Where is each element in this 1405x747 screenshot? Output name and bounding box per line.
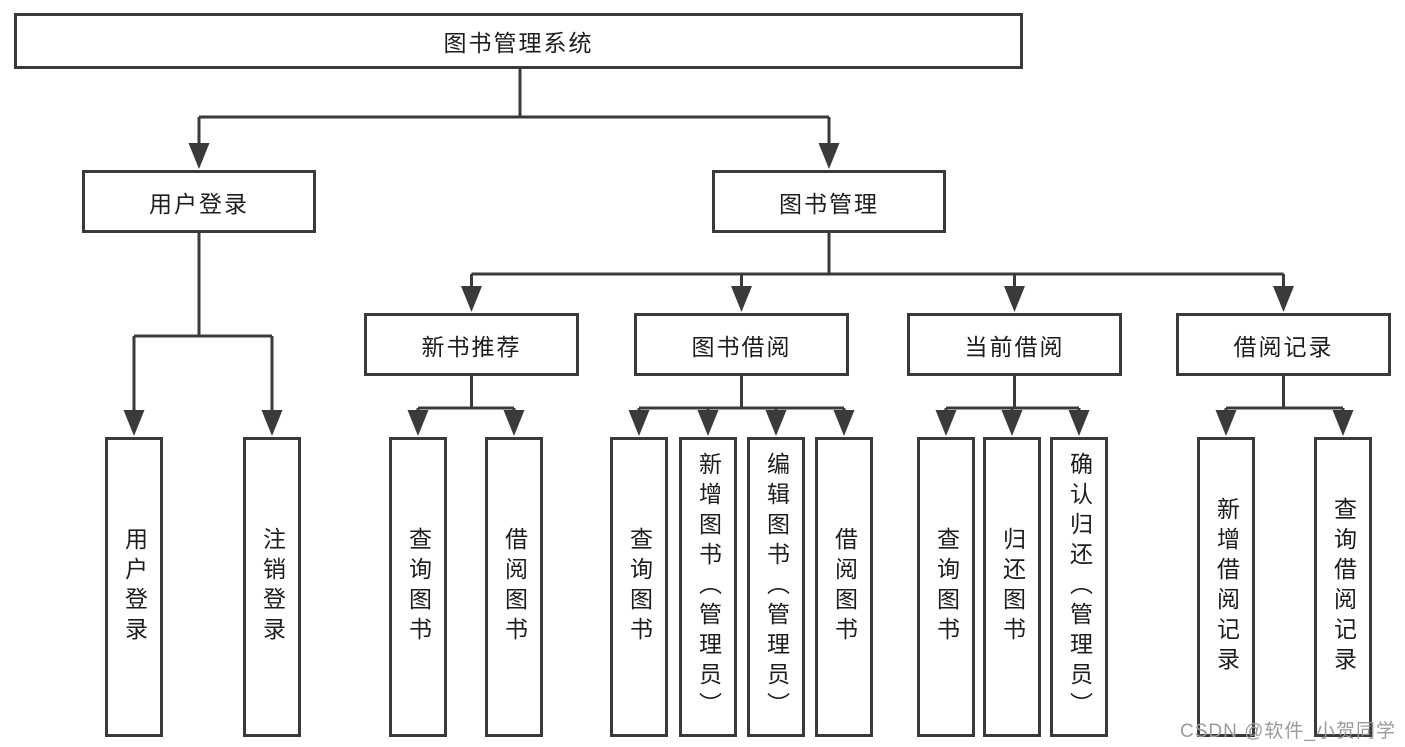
arrow-down-icon [818, 143, 840, 169]
arrow-down-icon [1215, 410, 1237, 436]
node-label: 用户登录 [149, 190, 249, 217]
arrow-down-icon [935, 410, 957, 436]
leaf-user-login: 用户登录 [105, 437, 163, 737]
arrow-down-icon [123, 410, 145, 436]
leaf-logout: 注销登录 [243, 437, 301, 737]
node-library-management-system: 图书管理系统 [14, 13, 1023, 69]
node-label: 新书推荐 [421, 333, 522, 360]
leaf-query-books-borrow: 查询图书 [610, 437, 668, 737]
node-label: 图书管理系统 [443, 30, 594, 56]
leaf-label: 注销登录 [259, 527, 286, 647]
arrow-down-icon [765, 410, 787, 436]
arrow-down-icon [1004, 286, 1025, 312]
arrow-down-icon [261, 410, 283, 436]
arrow-down-icon [731, 286, 752, 312]
leaf-add-book-admin: 新增图书（管理员） [679, 437, 737, 737]
arrow-down-icon [833, 410, 855, 436]
leaf-label: 查询图书 [933, 527, 960, 647]
arrow-down-icon [1068, 410, 1090, 436]
arrow-down-icon [1273, 286, 1294, 312]
leaf-label: 新增借阅记录 [1213, 497, 1240, 677]
arrow-down-icon [1001, 410, 1023, 436]
node-user-login: 用户登录 [82, 170, 316, 233]
leaf-confirm-return-admin: 确认归还（管理员） [1050, 437, 1108, 737]
node-label: 借阅记录 [1233, 333, 1334, 360]
node-label: 图书管理 [779, 190, 879, 217]
arrow-down-icon [503, 410, 525, 436]
leaf-label: 新增图书（管理员） [695, 452, 722, 722]
leaf-add-borrow-record: 新增借阅记录 [1197, 437, 1255, 737]
leaf-query-books-current: 查询图书 [917, 437, 975, 737]
leaf-label: 借阅图书 [831, 527, 858, 647]
connector-edges [132, 69, 1345, 414]
arrow-down-icon [407, 410, 429, 436]
leaf-query-borrow-record: 查询借阅记录 [1314, 437, 1372, 737]
node-new-book-recommendation: 新书推荐 [364, 313, 579, 376]
arrow-down-icon [461, 286, 482, 312]
arrowheads [123, 143, 1354, 436]
leaf-label: 借阅图书 [501, 527, 528, 647]
leaf-borrow-books-recommend: 借阅图书 [485, 437, 543, 737]
leaf-label: 查询借阅记录 [1330, 497, 1357, 677]
leaf-query-books-recommend: 查询图书 [389, 437, 447, 737]
node-label: 图书借阅 [691, 333, 792, 360]
leaf-label: 查询图书 [626, 527, 653, 647]
leaf-label: 编辑图书（管理员） [763, 452, 790, 722]
arrow-down-icon [188, 143, 210, 169]
arrow-down-icon [628, 410, 650, 436]
csdn-watermark: CSDN @软件_小贺同学 [1180, 721, 1396, 742]
node-book-borrowing: 图书借阅 [634, 313, 849, 376]
leaf-label: 归还图书 [999, 527, 1026, 647]
node-borrowing-records: 借阅记录 [1176, 313, 1391, 376]
leaf-label: 用户登录 [121, 527, 148, 647]
leaf-borrow-books: 借阅图书 [815, 437, 873, 737]
arrow-down-icon [697, 410, 719, 436]
leaf-label: 确认归还（管理员） [1066, 452, 1093, 722]
node-label: 当前借阅 [964, 333, 1065, 360]
leaf-return-books: 归还图书 [983, 437, 1041, 737]
node-book-management: 图书管理 [712, 170, 946, 233]
leaf-edit-book-admin: 编辑图书（管理员） [747, 437, 805, 737]
leaf-label: 查询图书 [405, 527, 432, 647]
arrow-down-icon [1332, 410, 1354, 436]
node-current-borrowing: 当前借阅 [907, 313, 1122, 376]
